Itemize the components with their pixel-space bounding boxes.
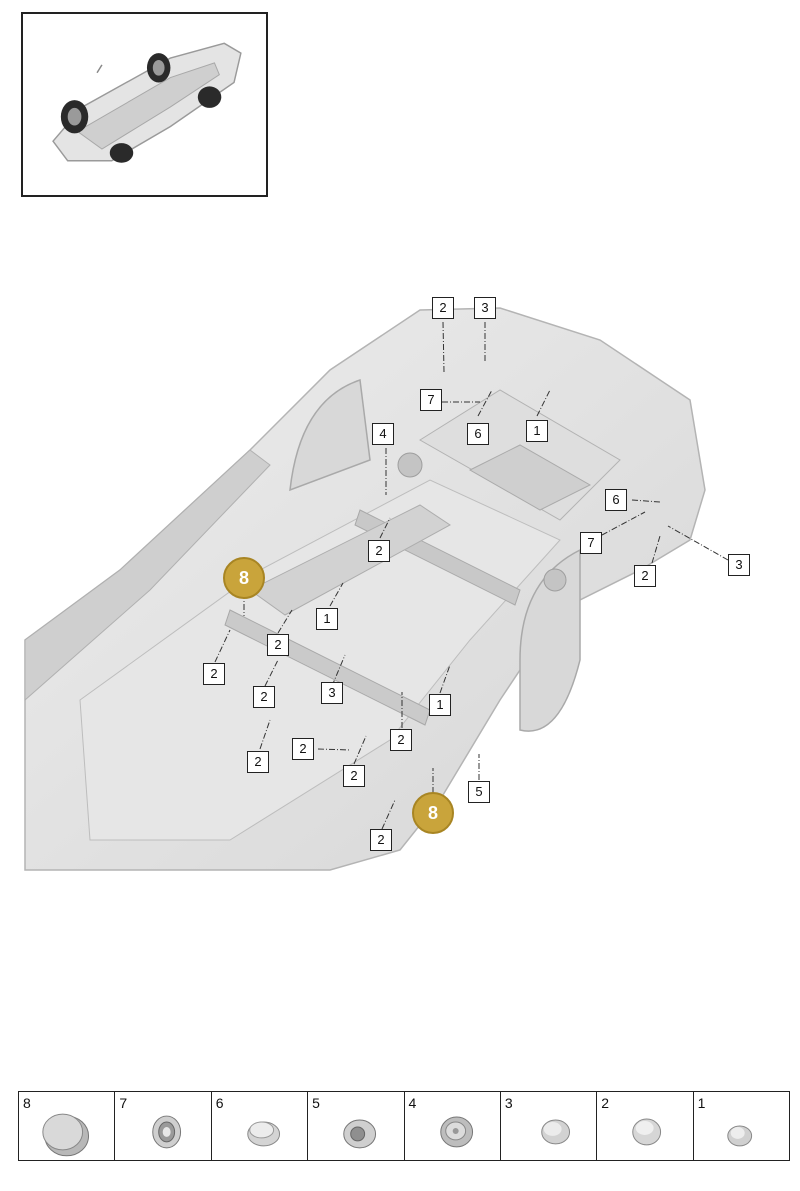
stepped-plug-icon (439, 1116, 473, 1148)
flat-dome-plug-icon (632, 1118, 662, 1146)
flat-plug-icon (247, 1121, 280, 1147)
callout-18: 1 (429, 694, 451, 716)
small-plug-icon (726, 1125, 752, 1147)
large-plug-icon (42, 1113, 90, 1157)
legend-item-2: 2 (597, 1092, 694, 1160)
callout-25: 2 (370, 829, 392, 851)
legend-item-5: 5 (308, 1092, 405, 1160)
callout-7: 6 (605, 489, 627, 511)
legend-item-number: 5 (312, 1095, 320, 1111)
car-underbody-thumbnail-icon (52, 42, 242, 163)
legend-item-number: 7 (119, 1095, 128, 1111)
callout-20: 2 (247, 751, 269, 773)
callout-19: 2 (390, 729, 412, 751)
legend-item-6: 6 (212, 1092, 309, 1160)
callout-9: 3 (728, 554, 750, 576)
callout-13: 1 (316, 608, 338, 630)
vehicle-thumbnail (21, 12, 268, 197)
legend-item-4: 4 (405, 1092, 501, 1160)
legend-item-3: 3 (501, 1092, 598, 1160)
callout-17: 2 (253, 686, 275, 708)
underbody-diagram (0, 280, 800, 880)
legend-item-7: 7 (115, 1092, 212, 1160)
callout-21: 2 (292, 738, 314, 760)
legend-item-number: 6 (215, 1095, 224, 1111)
dome-plug-icon (541, 1119, 570, 1145)
callout-2: 3 (474, 297, 496, 319)
callout-5: 1 (526, 420, 548, 442)
callout-1: 2 (432, 297, 454, 319)
legend-item-number: 8 (23, 1095, 31, 1111)
callout-4: 6 (467, 423, 489, 445)
legend-item-1: 1 (694, 1092, 789, 1160)
callout-8: 7 (580, 532, 602, 554)
callout-12: 8 (223, 557, 265, 599)
callout-23: 5 (468, 781, 490, 803)
grommet-ring-icon (152, 1115, 182, 1149)
grommet-cap-icon (343, 1119, 377, 1149)
callout-22: 2 (343, 765, 365, 787)
callout-6: 4 (372, 423, 394, 445)
callout-14: 2 (267, 634, 289, 656)
legend-item-number: 4 (408, 1095, 417, 1111)
callout-16: 3 (321, 682, 343, 704)
callout-24: 8 (412, 792, 454, 834)
callout-15: 2 (203, 663, 225, 685)
legend-item-number: 1 (697, 1095, 706, 1111)
callout-11: 2 (368, 540, 390, 562)
parts-legend: 8 7 6 5 4 3 2 1 (18, 1091, 790, 1161)
callout-3: 7 (420, 389, 442, 411)
callout-10: 2 (634, 565, 656, 587)
legend-item-number: 3 (504, 1095, 513, 1111)
legend-item-number: 2 (601, 1095, 610, 1111)
vehicle-underbody-diagram (24, 307, 729, 871)
legend-item-8: 8 (19, 1092, 116, 1160)
